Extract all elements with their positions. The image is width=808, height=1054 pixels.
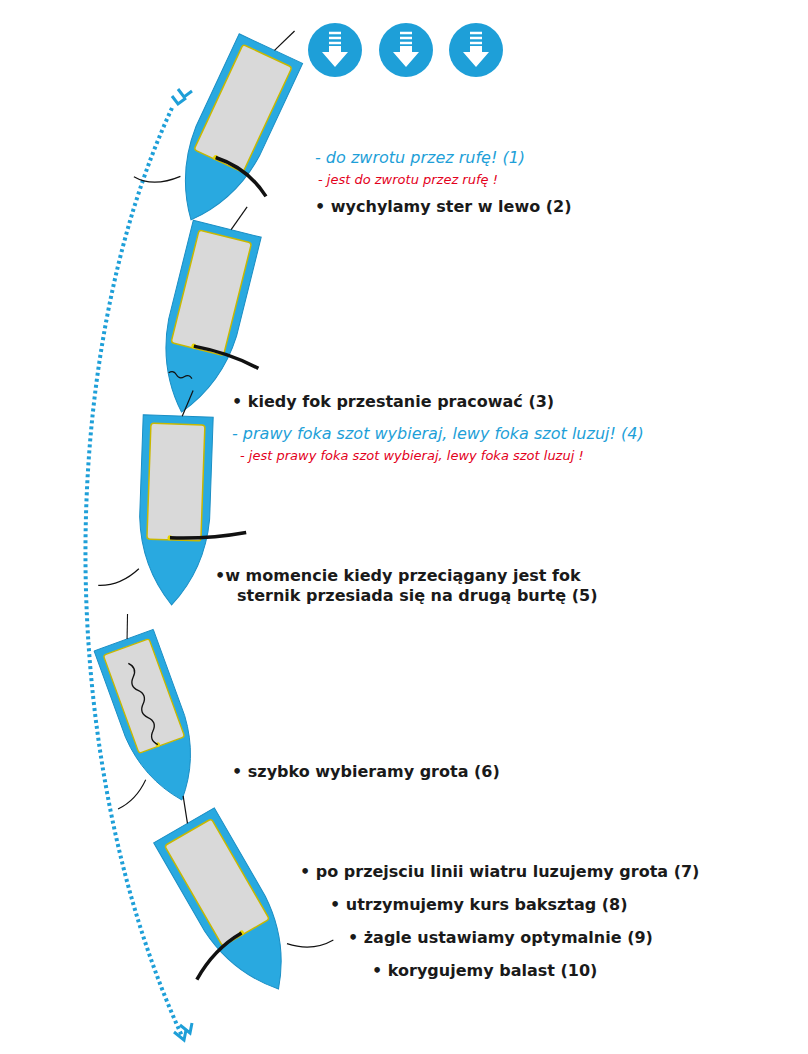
boat — [128, 0, 335, 244]
wind-arrow — [308, 23, 362, 77]
response-text: - jest prawy foka szot wybieraj, lewy fo… — [240, 448, 584, 464]
step-text: • utrzymujemy kurs baksztag (8) — [330, 895, 628, 915]
step-text: • korygujemy balast (10) — [372, 961, 597, 981]
command-text: - prawy foka szot wybieraj, lewy foka sz… — [232, 424, 644, 444]
step-text: •w momencie kiedy przeciągany jest fok s… — [215, 566, 637, 606]
wind-arrow — [449, 23, 503, 77]
wind-icons — [308, 23, 503, 77]
response-text: - jest do zwrotu przez rufę ! — [318, 172, 498, 188]
boat — [114, 767, 341, 1022]
step-text: • po przejsciu linii wiatru luzujemy gro… — [300, 862, 699, 882]
command-text: - do zwrotu przez rufę! (1) — [315, 148, 525, 168]
step-text: • wychylamy ster w lewo (2) — [315, 197, 572, 217]
step-text: • kiedy fok przestanie pracować (3) — [232, 392, 554, 412]
step-text: • żagle ustawiamy optymalnie (9) — [348, 928, 653, 948]
wind-arrow — [379, 23, 433, 77]
boat — [56, 607, 211, 821]
step-text: • szybko wybieramy grota (6) — [232, 762, 500, 782]
